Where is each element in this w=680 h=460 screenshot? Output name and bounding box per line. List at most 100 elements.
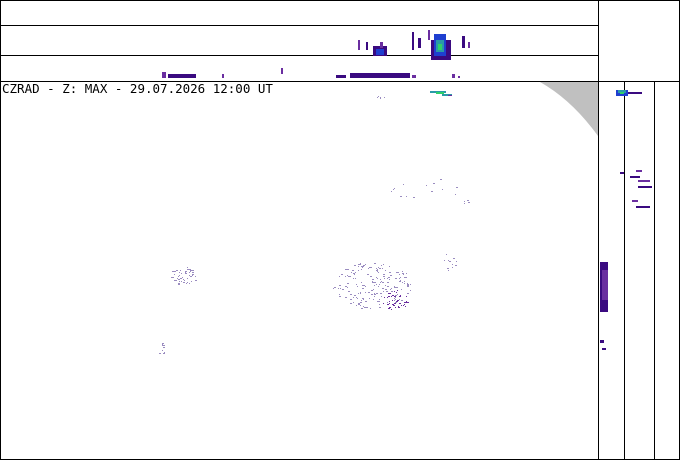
echo-cell-central xyxy=(345,297,347,298)
echo-cell-central xyxy=(403,274,404,275)
echo-cell-central-core xyxy=(398,306,399,307)
top-profile-echo xyxy=(412,75,416,78)
echo-cell-central xyxy=(402,271,403,272)
echo-cell-central xyxy=(383,274,385,275)
echo-cell-central xyxy=(374,285,375,286)
echo-cell-central xyxy=(390,289,391,290)
echo-cell-central xyxy=(404,277,405,278)
echo-cell-central xyxy=(391,288,392,289)
echo-cell-west xyxy=(178,279,180,280)
echo-cell-central xyxy=(339,276,340,277)
echo-cell-central xyxy=(407,284,408,285)
echo-cell-central xyxy=(347,275,348,276)
echo-cell-central-core xyxy=(392,304,394,305)
echo-cell-central xyxy=(373,289,374,290)
echo-cell-central xyxy=(380,293,382,294)
echo-cell-central xyxy=(364,285,365,286)
echo-cell-central xyxy=(362,285,364,286)
echo-cell-southwest xyxy=(164,352,165,353)
echo-cell-central xyxy=(341,274,343,275)
echo-cell-east xyxy=(447,268,449,269)
top-profile-echo xyxy=(452,74,455,78)
echo-cell-central-core xyxy=(404,302,406,303)
echo-cell-central xyxy=(395,302,397,303)
echo-cell-central-core xyxy=(396,292,397,293)
echo-cell-central xyxy=(348,291,350,292)
echo-cell-central xyxy=(374,296,375,297)
echo-cell-west xyxy=(195,276,196,277)
echo-cell-west xyxy=(179,275,180,276)
echo-cell-central xyxy=(395,278,396,279)
echo-cell-east xyxy=(455,265,457,266)
echo-cell-central xyxy=(351,272,352,273)
echo-cell-central xyxy=(363,299,364,300)
echo-cell-west xyxy=(173,277,174,278)
echo-cell-southwest xyxy=(163,347,165,348)
echo-cell-east xyxy=(449,261,451,262)
echo-cell-central-core xyxy=(406,301,407,302)
echo-cell-central xyxy=(374,263,376,264)
echo-cell-edge xyxy=(380,97,381,98)
echo-cell-central xyxy=(376,277,377,278)
echo-cell-central xyxy=(370,276,372,277)
echo-cell-central xyxy=(385,289,387,290)
echo-cell-northeast xyxy=(467,200,469,201)
echo-cell-central xyxy=(378,267,379,268)
echo-cell-central-core xyxy=(394,303,396,304)
echo-cell-north xyxy=(440,179,442,180)
echo-cell-central xyxy=(402,282,403,283)
echo-cell-central xyxy=(377,278,378,279)
top-profile-echoes xyxy=(162,30,470,78)
echo-cell-central xyxy=(399,274,400,275)
echo-cell-central xyxy=(375,282,376,283)
echo-cell-west xyxy=(176,270,177,271)
echo-cell-central xyxy=(347,287,348,288)
right-profile-echo xyxy=(636,170,642,172)
echo-cell-west xyxy=(190,271,191,272)
echo-cell-west xyxy=(189,272,190,273)
echo-cell-southwest xyxy=(163,353,165,354)
echo-cell-central xyxy=(400,280,401,281)
echo-cell-central xyxy=(407,285,409,286)
top-profile-echo xyxy=(358,40,360,50)
echo-cell-central xyxy=(374,293,375,294)
echo-cell-central xyxy=(406,273,407,274)
echo-cell-central xyxy=(360,293,361,294)
echo-cell-central-core xyxy=(391,296,392,297)
echo-cell-edge xyxy=(377,97,378,98)
echo-cell-central-core xyxy=(388,296,390,297)
echo-cell-central xyxy=(368,268,369,269)
echo-cell-central xyxy=(394,286,395,287)
echo-cell-central-core xyxy=(403,305,404,306)
echo-cell-central xyxy=(410,284,411,285)
echo-cell-north xyxy=(403,184,404,185)
echo-cell-west xyxy=(183,282,184,283)
echo-cell-central xyxy=(339,294,340,295)
echo-cell-central xyxy=(360,292,361,293)
top-profile-echo xyxy=(462,36,465,48)
echo-cell-central xyxy=(345,286,347,287)
echo-cell-central xyxy=(376,293,378,294)
echo-cell-central xyxy=(377,271,378,272)
right-profile-echo xyxy=(628,92,642,94)
echo-cell-central xyxy=(396,272,398,273)
echo-cell-central-core xyxy=(391,309,392,310)
echo-cell-west xyxy=(187,278,188,279)
echo-cell-central xyxy=(379,284,380,285)
right-profile-echo xyxy=(632,200,638,202)
echo-cell-west xyxy=(190,276,191,277)
right-profile-echoes xyxy=(600,90,652,350)
echo-cell-west xyxy=(178,284,180,285)
echo-cell-central xyxy=(364,307,366,308)
echo-cell-west xyxy=(189,283,190,284)
echo-cell-central xyxy=(367,274,369,275)
echo-cell-west xyxy=(178,283,180,284)
echo-cell-north xyxy=(426,185,427,186)
top-cross-section-panel xyxy=(0,25,680,82)
echo-cell-central xyxy=(355,272,356,273)
echo-cell-southwest xyxy=(159,353,161,354)
echo-cell-central xyxy=(380,282,381,283)
echo-cell-central xyxy=(379,299,380,300)
